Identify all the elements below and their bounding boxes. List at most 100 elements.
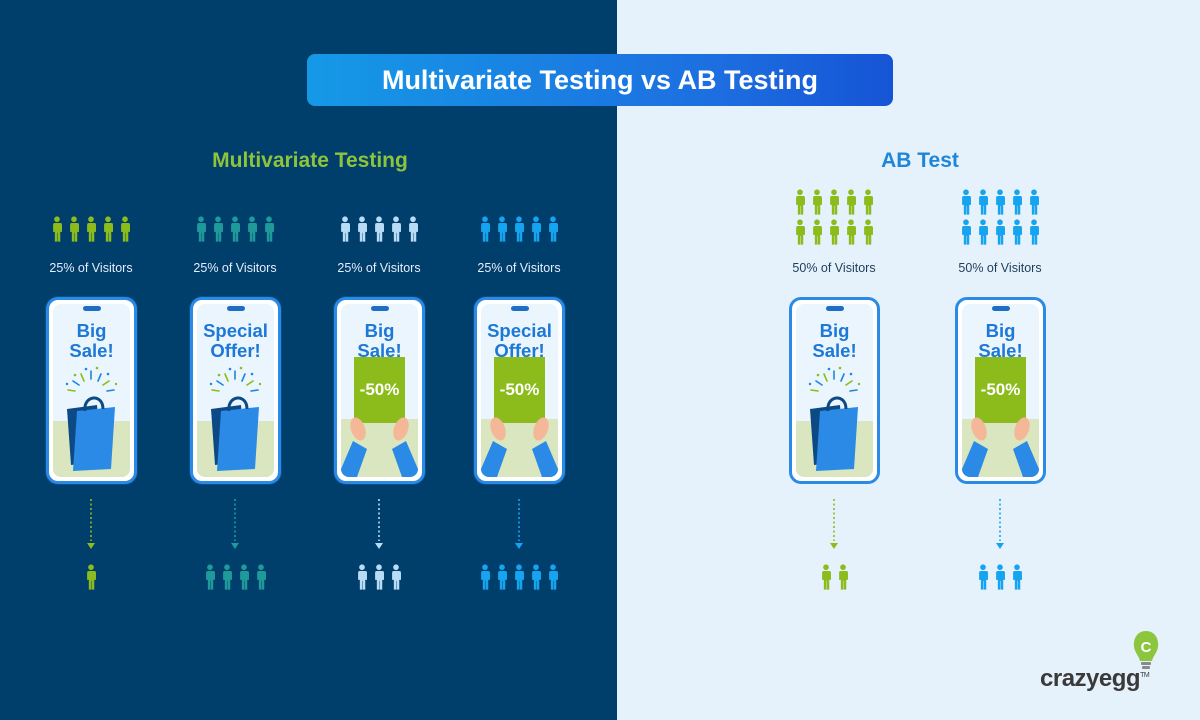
person-icon — [197, 216, 206, 242]
visitor-row — [793, 189, 875, 215]
visitor-share-label: 25% of Visitors — [337, 261, 421, 275]
visitor-row — [338, 216, 420, 242]
visitor-share-label: 25% of Visitors — [193, 261, 277, 275]
shopping-bag-icon — [53, 366, 130, 477]
visitor-row — [793, 219, 875, 245]
visitor-group — [160, 216, 310, 242]
person-icon — [1013, 564, 1022, 590]
converted-visitors — [444, 564, 594, 590]
phone-notch — [226, 306, 245, 311]
person-icon — [375, 216, 384, 242]
ab-test-section-title: AB Test — [881, 149, 959, 172]
person-icon — [864, 219, 873, 245]
person-icon — [481, 216, 490, 242]
person-icon — [70, 216, 79, 242]
converted-visitors — [160, 564, 310, 590]
flow-arrow-icon — [375, 499, 383, 549]
person-icon — [996, 564, 1005, 590]
person-icon — [515, 216, 524, 242]
discount-label: -50% — [500, 380, 540, 399]
person-icon — [214, 216, 223, 242]
multivariate-section-title: Multivariate Testing — [212, 149, 408, 172]
phone-notch — [370, 306, 389, 311]
flow-arrow-icon — [515, 499, 523, 549]
person-icon — [256, 564, 266, 590]
visitor-group — [759, 189, 909, 245]
person-icon — [838, 564, 848, 590]
person-icon — [87, 564, 96, 590]
visitor-group — [925, 189, 1075, 245]
person-icon — [979, 564, 988, 590]
visitor-group — [16, 216, 166, 242]
person-icon — [864, 189, 873, 215]
person-icon — [996, 189, 1005, 215]
person-icon — [549, 216, 558, 242]
person-icon — [813, 219, 822, 245]
discount-sign-icon: -50% — [341, 357, 418, 477]
shopping-bag-icon — [197, 366, 274, 477]
crazyegg-lightbulb-logo-icon: C — [1133, 631, 1159, 669]
person-icon — [532, 216, 541, 242]
converted-visitors — [925, 564, 1075, 590]
person-icon — [481, 564, 490, 590]
person-icon — [498, 216, 507, 242]
phone-notch — [825, 306, 844, 311]
shopping-bag-icon — [796, 366, 873, 477]
discount-sign-icon: -50% — [962, 357, 1039, 477]
person-icon — [205, 564, 215, 590]
person-icon — [549, 564, 558, 590]
person-icon — [358, 216, 367, 242]
converted-visitors — [304, 564, 454, 590]
phone-notch — [510, 306, 529, 311]
person-icon — [532, 564, 541, 590]
visitor-row — [959, 219, 1041, 245]
person-icon — [979, 189, 988, 215]
person-icon — [53, 216, 62, 242]
flow-arrow-icon — [996, 499, 1004, 549]
person-icon — [104, 216, 113, 242]
converted-visitors — [16, 564, 166, 590]
person-icon — [847, 219, 856, 245]
person-icon — [248, 216, 257, 242]
person-icon — [796, 219, 805, 245]
svg-text:C: C — [1141, 639, 1152, 656]
visitor-row — [959, 189, 1041, 215]
person-icon — [847, 189, 856, 215]
person-icon — [498, 564, 507, 590]
visitor-row — [478, 216, 560, 242]
visitor-share-label: 50% of Visitors — [958, 261, 1042, 275]
discount-sign-icon: -50% — [481, 357, 558, 477]
discount-label: -50% — [981, 380, 1021, 399]
person-icon — [222, 564, 232, 590]
visitor-row — [50, 216, 132, 242]
visitor-share-label: 25% of Visitors — [477, 261, 561, 275]
person-icon — [409, 216, 418, 242]
flow-arrow-icon — [231, 499, 239, 549]
person-icon — [358, 564, 367, 590]
visitor-row — [194, 216, 276, 242]
person-icon — [996, 219, 1005, 245]
person-icon — [796, 189, 805, 215]
brand-name: crazyegg — [1040, 665, 1141, 692]
person-icon — [375, 564, 384, 590]
